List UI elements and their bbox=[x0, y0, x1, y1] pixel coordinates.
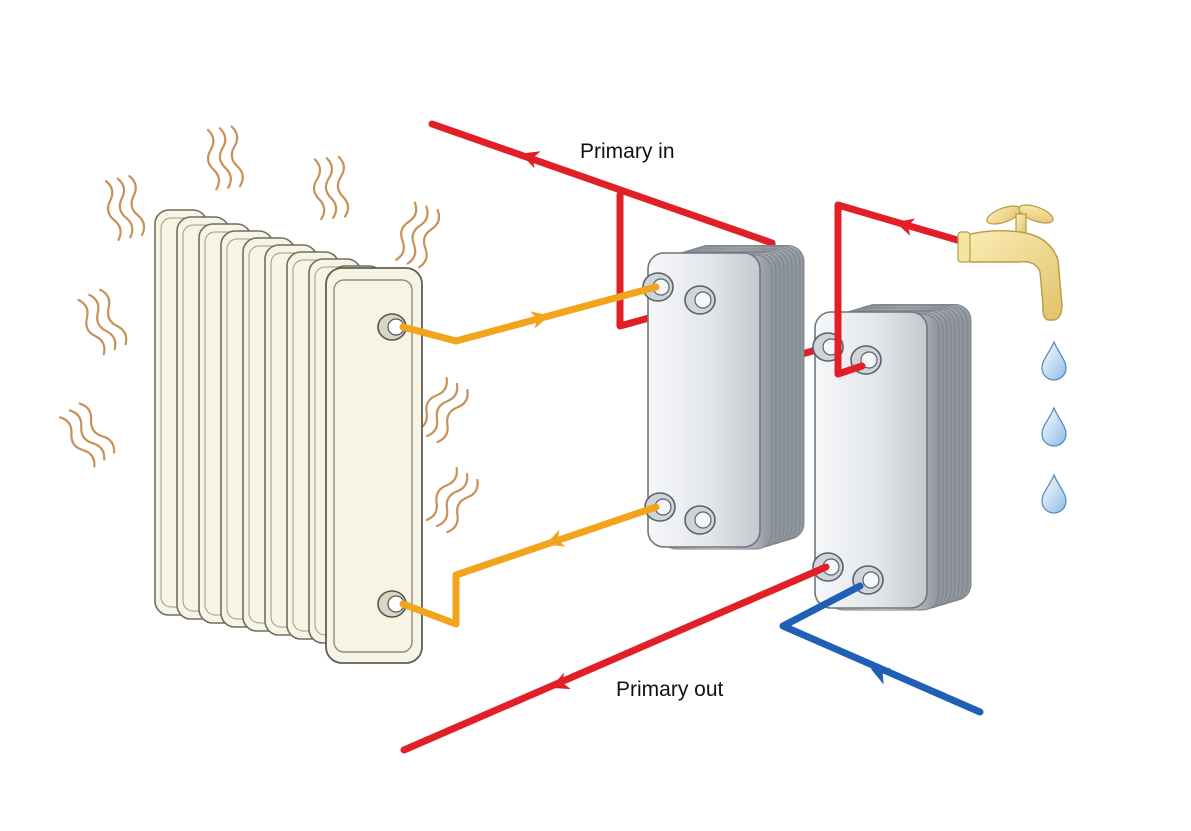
flow-arrows bbox=[520, 151, 916, 690]
heat-wave-line bbox=[230, 125, 244, 188]
radiator-icon bbox=[154, 209, 423, 664]
heat-exchanger-2-icon bbox=[812, 303, 972, 611]
heat-wave-line bbox=[406, 205, 429, 265]
cold-water-inlet-pipe bbox=[779, 582, 984, 716]
flow-arrow-icon bbox=[520, 151, 541, 169]
heat-wave-line bbox=[418, 209, 441, 269]
heat-wave-line bbox=[415, 376, 448, 432]
primary-out-pipe bbox=[400, 563, 830, 754]
exchanger-port-inner bbox=[860, 351, 878, 369]
heat-wave-line bbox=[425, 466, 458, 522]
radiator-front-panel bbox=[325, 267, 423, 664]
heat-wave-line bbox=[446, 478, 479, 534]
heat-wave-line bbox=[206, 128, 221, 191]
radiator-front-inner bbox=[333, 279, 413, 653]
water-drop-icon bbox=[1041, 406, 1067, 447]
heating-loop-pipes bbox=[399, 283, 660, 628]
exchanger-face bbox=[814, 311, 928, 609]
heat-wave-line bbox=[104, 180, 122, 241]
heat-wave-line bbox=[68, 409, 106, 461]
exchanger-port-inner bbox=[694, 511, 712, 529]
exchanger-port-inner bbox=[694, 291, 712, 309]
flow-arrow-icon bbox=[870, 668, 891, 685]
exchanger-face bbox=[647, 252, 761, 548]
heat-waves-icon bbox=[58, 125, 479, 534]
heat-wave-line bbox=[88, 293, 117, 351]
water-drop-icon bbox=[1041, 473, 1067, 514]
flow-arrow-icon bbox=[550, 672, 571, 690]
water-tap-icon bbox=[957, 204, 1063, 321]
heat-wave-line bbox=[436, 388, 469, 444]
heat-wave-line bbox=[435, 472, 469, 528]
flow-arrow-icon bbox=[545, 529, 566, 547]
heat-wave-line bbox=[116, 177, 134, 239]
heat-wave-line bbox=[128, 175, 146, 236]
flow-arrow-icon bbox=[895, 218, 916, 236]
flow-arrow-icon bbox=[529, 311, 550, 329]
heat-wave-line bbox=[324, 157, 338, 219]
heat-wave-line bbox=[395, 201, 418, 261]
exchanger-port-inner bbox=[862, 571, 880, 589]
heat-wave-line bbox=[425, 382, 459, 438]
primary-out-label: Primary out bbox=[616, 678, 724, 701]
primary-in-label: Primary in bbox=[580, 140, 675, 163]
heat-wave-line bbox=[312, 158, 326, 221]
heat-wave-line bbox=[77, 298, 106, 356]
heat-wave-line bbox=[58, 416, 96, 468]
heat-wave-line bbox=[218, 127, 232, 189]
heat-wave-line bbox=[78, 402, 116, 454]
water-drop-icons bbox=[1041, 340, 1067, 514]
heat-exchanger-1-icon bbox=[642, 244, 805, 550]
heat-wave-line bbox=[99, 288, 128, 346]
water-drop-icon bbox=[1041, 340, 1067, 381]
heat-wave-line bbox=[336, 155, 350, 218]
